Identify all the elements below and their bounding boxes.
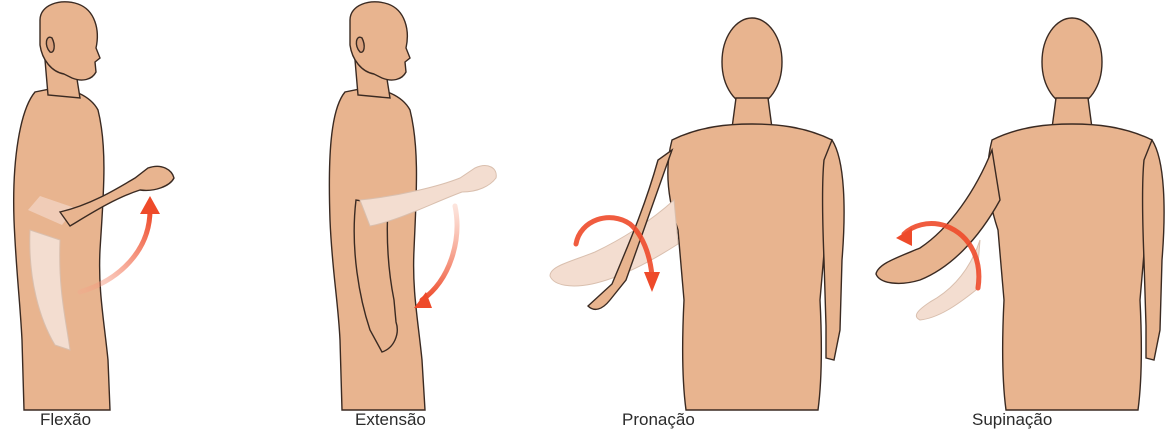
- caption-extension: Extensão: [355, 410, 426, 430]
- panel-flexion: Flexão: [0, 0, 290, 437]
- pronation-figure: [540, 0, 860, 437]
- downward-curved-arrow-icon: [422, 206, 457, 300]
- flexion-figure: [0, 0, 290, 437]
- supinated-forearm: [876, 150, 1000, 283]
- caption-pronation: Pronação: [622, 410, 695, 430]
- front-body: [988, 18, 1164, 410]
- panel-pronation: Pronação: [540, 0, 860, 437]
- supination-figure: [860, 0, 1170, 437]
- caption-flexion: Flexão: [40, 410, 91, 430]
- caption-supination: Supinação: [972, 410, 1052, 430]
- panel-supination: Supinação: [860, 0, 1170, 437]
- front-body: [668, 18, 844, 410]
